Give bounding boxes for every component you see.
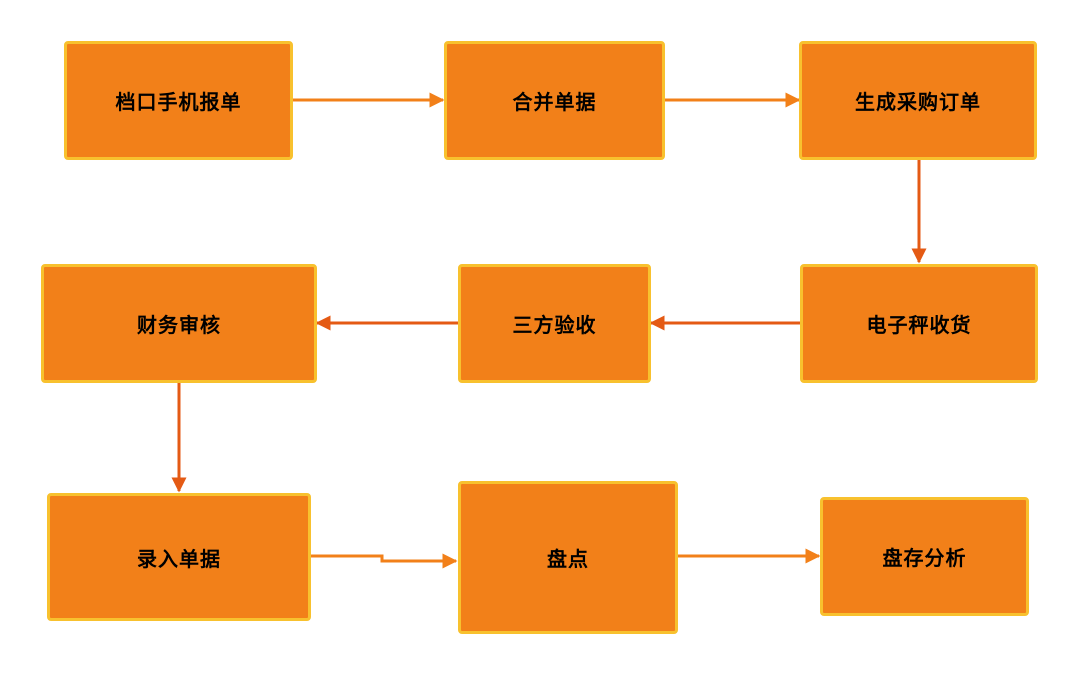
node-n3: 生成采购订单	[799, 41, 1037, 160]
node-n7: 录入单据	[47, 493, 311, 621]
node-n9: 盘存分析	[820, 497, 1029, 616]
node-n5: 三方验收	[458, 264, 651, 383]
node-n6: 财务审核	[41, 264, 317, 383]
node-n2: 合并单据	[444, 41, 665, 160]
edge-n7-n8	[311, 553, 458, 569]
node-n8: 盘点	[458, 481, 678, 634]
node-n1: 档口手机报单	[64, 41, 293, 160]
node-n4: 电子秤收货	[800, 264, 1038, 383]
